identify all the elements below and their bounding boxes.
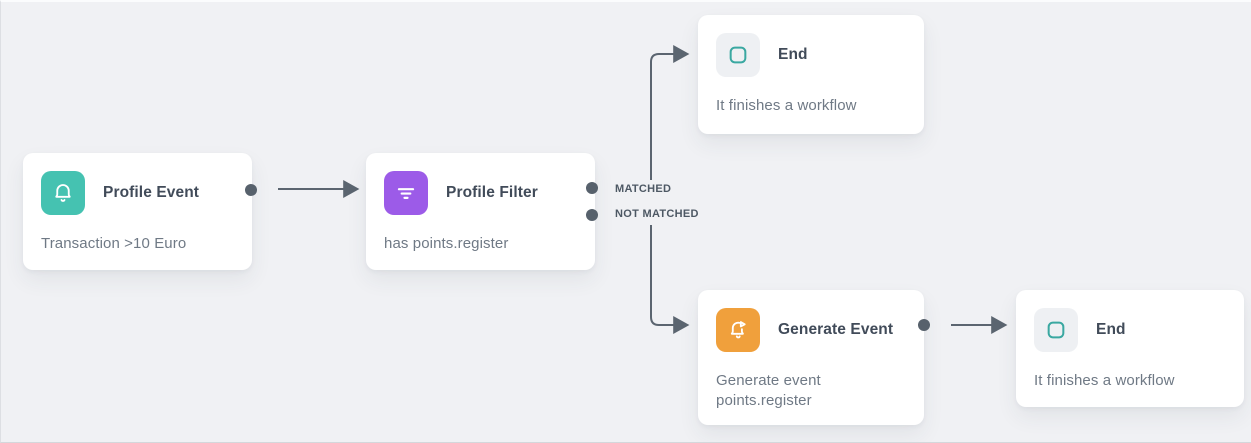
node-profile-filter[interactable]: Profile Filter has points.register (366, 153, 595, 270)
node-subtitle: has points.register (384, 235, 509, 252)
edge-matched-to-end (650, 45, 690, 180)
node-profile-event[interactable]: Profile Event Transaction >10 Euro (23, 153, 252, 270)
node-title: End (778, 46, 808, 63)
node-title: Generate Event (778, 321, 894, 338)
node-header: Profile Filter (384, 171, 577, 215)
node-header: Generate Event (716, 308, 906, 352)
output-port[interactable] (918, 319, 930, 331)
edge-not-matched-to-generate-event (650, 225, 690, 334)
node-title: Profile Event (103, 184, 200, 201)
matched-edge-label: MATCHED (615, 183, 672, 195)
node-title: Profile Filter (446, 184, 538, 201)
not-matched-output-port[interactable] (586, 209, 598, 221)
node-subtitle: It finishes a workflow (716, 97, 857, 114)
node-header: End (1034, 308, 1226, 352)
filter-icon (384, 171, 428, 215)
node-subtitle: Transaction >10 Euro (41, 235, 187, 252)
bell-icon (41, 171, 85, 215)
node-header: Profile Event (41, 171, 234, 215)
output-port[interactable] (245, 184, 257, 196)
node-end-bottom[interactable]: End It finishes a workflow (1016, 290, 1244, 407)
node-title: End (1096, 321, 1126, 338)
node-subtitle: It finishes a workflow (1034, 372, 1175, 389)
node-end-top[interactable]: End It finishes a workflow (698, 15, 924, 134)
node-header: End (716, 33, 906, 77)
node-generate-event[interactable]: Generate Event Generate event points.reg… (698, 290, 924, 425)
end-square-icon (1034, 308, 1078, 352)
node-subtitle: Generate event points.register (716, 372, 821, 409)
end-square-icon (716, 33, 760, 77)
generate-event-icon (716, 308, 760, 352)
not-matched-edge-label: NOT MATCHED (615, 208, 699, 220)
matched-output-port[interactable] (586, 182, 598, 194)
